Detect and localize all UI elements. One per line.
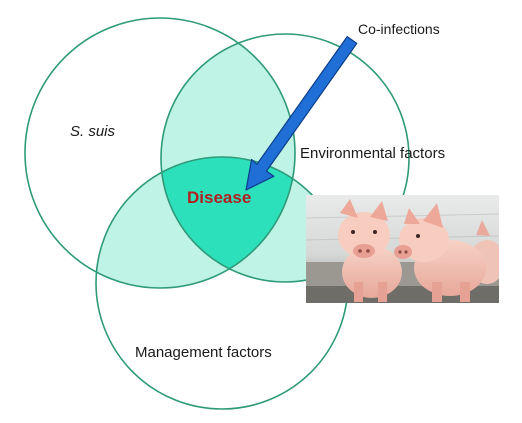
label-co-infections: Co-infections: [358, 21, 440, 37]
label-management-factors: Management factors: [135, 344, 272, 361]
label-environmental-factors: Environmental factors: [300, 145, 445, 162]
pigs-photo: [306, 195, 499, 303]
overlap-environment-management: [161, 157, 348, 282]
label-s-suis: S. suis: [70, 123, 116, 140]
label-disease: Disease: [187, 188, 251, 207]
circle-environmental-factors: [160, 33, 410, 283]
circle-s-suis: [24, 17, 296, 289]
co-infections-arrow: [245, 35, 358, 191]
